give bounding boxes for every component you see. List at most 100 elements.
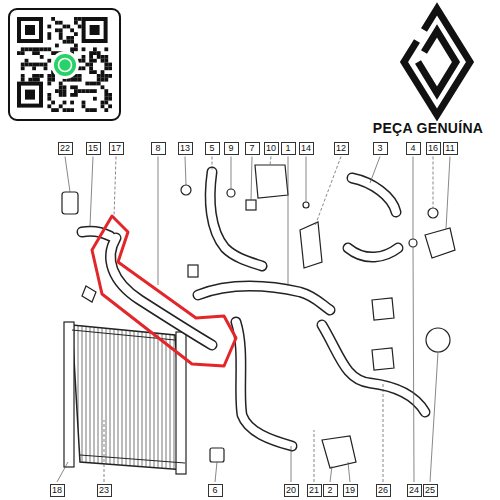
qr-module — [51, 108, 55, 112]
qr-module — [21, 51, 25, 55]
leader-line — [446, 157, 450, 230]
qr-module — [93, 97, 97, 101]
leader-lines — [57, 157, 450, 483]
qr-module — [36, 74, 40, 78]
leader-line — [57, 462, 68, 482]
qr-module — [74, 17, 78, 21]
qr-module — [108, 104, 112, 108]
qr-module — [82, 55, 86, 59]
callout-number: 3 — [373, 142, 388, 155]
qr-module — [40, 74, 44, 78]
leader-line — [251, 157, 252, 201]
qr-module — [101, 85, 105, 89]
qr-module — [51, 51, 55, 55]
qr-module — [59, 21, 63, 25]
leader-line — [104, 420, 105, 482]
qr-module — [55, 89, 59, 93]
qr-module — [97, 82, 101, 86]
qr-finder — [17, 82, 43, 108]
qr-module — [74, 89, 78, 93]
qr-module — [89, 51, 93, 55]
qr-module — [74, 85, 78, 89]
qr-module — [82, 47, 86, 51]
qr-module — [104, 59, 108, 63]
qr-module — [47, 78, 51, 82]
qr-module — [32, 66, 36, 70]
qr-module — [66, 40, 70, 44]
callout-number: 12 — [334, 142, 349, 155]
qr-module — [85, 82, 89, 86]
qr-module — [47, 97, 51, 101]
qr-module — [55, 108, 59, 112]
qr-module — [59, 104, 63, 108]
qr-module — [17, 51, 21, 55]
qr-module — [51, 78, 55, 82]
qr-module — [93, 47, 97, 51]
qr-module — [108, 97, 112, 101]
qr-module — [47, 36, 51, 40]
qr-module — [78, 89, 82, 93]
qr-module — [89, 70, 93, 74]
callout-number: 17 — [109, 142, 124, 155]
qr-module — [59, 28, 63, 32]
renault-logo — [404, 9, 470, 115]
qr-module — [44, 66, 48, 70]
qr-module — [59, 82, 63, 86]
qr-module — [63, 85, 67, 89]
qr-module — [63, 40, 67, 44]
leader-line — [413, 247, 414, 482]
qr-module — [89, 108, 93, 112]
callout-number: 25 — [423, 484, 438, 497]
callout-number: 8 — [151, 142, 166, 155]
callout-number: 22 — [58, 142, 73, 155]
qr-module — [59, 89, 63, 93]
qr-module — [108, 63, 112, 67]
leader-line — [330, 466, 332, 482]
qr-finder — [25, 25, 35, 35]
qr-module — [89, 55, 93, 59]
qr-module — [47, 47, 51, 51]
qr-module — [85, 89, 89, 93]
qr-module — [74, 93, 78, 97]
qr-module — [104, 66, 108, 70]
leader-line — [314, 430, 315, 482]
qr-module — [25, 63, 29, 67]
qr-module — [82, 59, 86, 63]
qr-module — [47, 104, 51, 108]
qr-module — [104, 74, 108, 78]
leader-line — [288, 157, 289, 287]
leader-line — [158, 157, 159, 286]
qr-module — [63, 25, 67, 29]
callout-number: 18 — [50, 484, 65, 497]
qr-module — [89, 66, 93, 70]
leader-line — [270, 157, 271, 166]
leader-line — [430, 352, 438, 482]
qr-module — [47, 93, 51, 97]
qr-module — [59, 85, 63, 89]
qr-module — [78, 78, 82, 82]
qr-module — [21, 66, 25, 70]
qr-module — [25, 47, 29, 51]
qr-module — [101, 74, 105, 78]
qr-module — [28, 78, 32, 82]
qr-module — [32, 74, 36, 78]
qr-module — [66, 108, 70, 112]
callout-number: 24 — [407, 484, 422, 497]
whatsapp-icon — [59, 59, 72, 72]
leader-line — [306, 157, 307, 203]
qr-module — [40, 63, 44, 67]
small-parts — [62, 165, 455, 468]
qr-module — [70, 40, 74, 44]
qr-module — [40, 55, 44, 59]
qr-module — [28, 47, 32, 51]
qr-frame — [9, 9, 120, 120]
qr-module — [36, 47, 40, 51]
qr-module — [66, 25, 70, 29]
qr-module — [51, 101, 55, 105]
leader-line — [291, 446, 292, 482]
qr-finder — [21, 21, 39, 39]
leader-line — [215, 462, 217, 482]
qr-module — [55, 44, 59, 48]
leader-line — [212, 157, 213, 171]
callout-number: 13 — [178, 142, 193, 155]
